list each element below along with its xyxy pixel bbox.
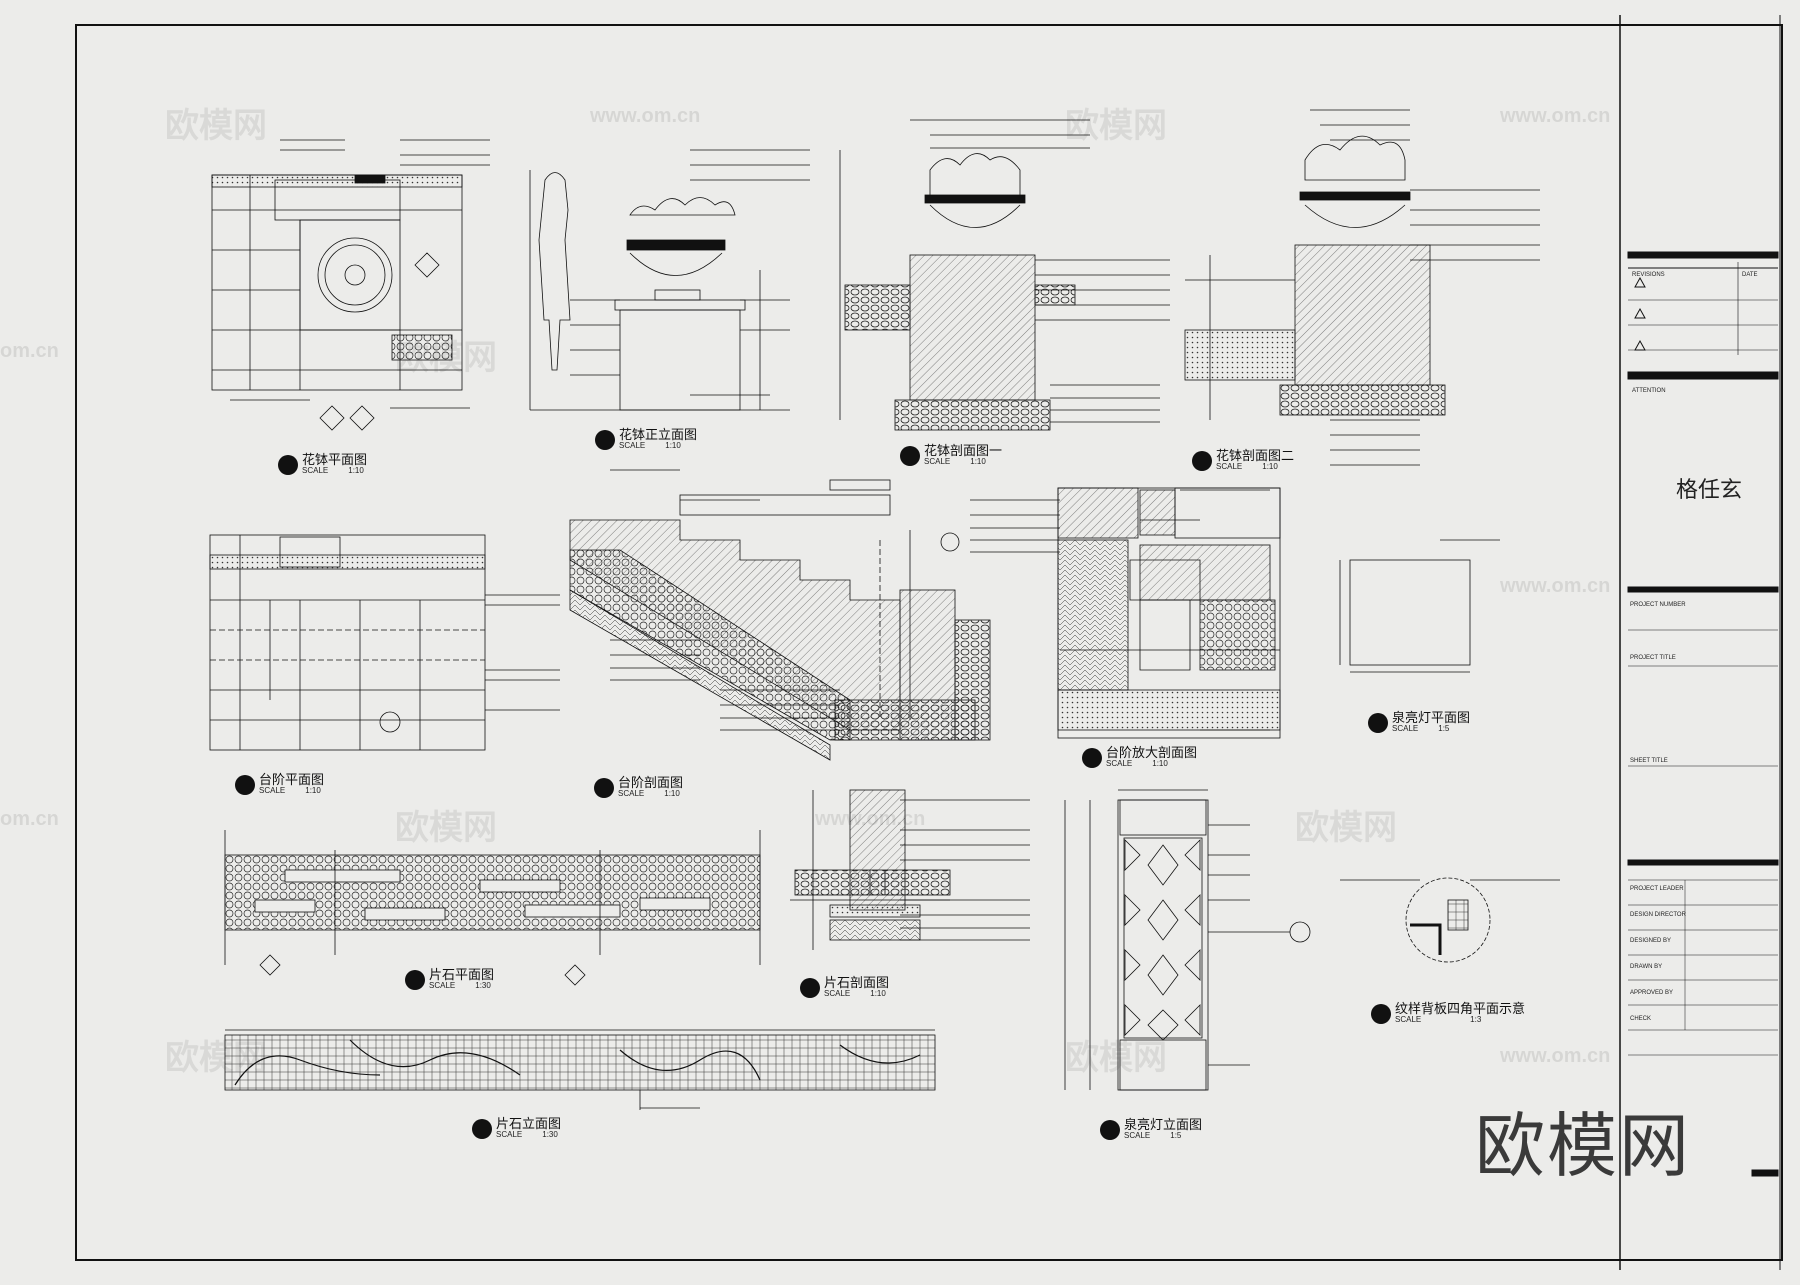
drawing-title: 片石剖面图 — [824, 976, 890, 991]
drawing-scale: SCALE 1:5 — [1392, 724, 1449, 733]
project-leader-label: PROJECT LEADER — [1630, 886, 1684, 892]
scale-label: SCALE — [618, 789, 645, 798]
scale-value: 1:10 — [665, 441, 681, 450]
scale-label: SCALE — [1392, 724, 1419, 733]
watermark: 欧模网 — [395, 808, 497, 848]
drawing-title: 纹样背板四角平面示意 — [1395, 1002, 1526, 1017]
designed-by-label: DESIGNED BY — [1630, 938, 1672, 944]
scale-value: 1:10 — [1152, 759, 1168, 768]
scale-value: 1:10 — [970, 457, 986, 466]
watermark-url: www.om.cn — [590, 105, 701, 127]
scale-label: SCALE — [259, 786, 286, 795]
drawing-scale: SCALE 1:5 — [1124, 1131, 1181, 1140]
scale-value: 1:30 — [542, 1130, 558, 1139]
design-director-label: DESIGN DIRECTOR — [1630, 912, 1686, 918]
title-marker-icon — [595, 430, 615, 450]
drawing-scale: SCALE 1:10 — [1106, 759, 1168, 768]
drawn-by-label: DRAWN BY — [1630, 964, 1663, 970]
scale-label: SCALE — [496, 1130, 523, 1139]
drawing-scale: SCALE 1:30 — [429, 981, 491, 990]
title-marker-icon — [405, 970, 425, 990]
title-marker-icon — [278, 455, 298, 475]
watermark: 欧模网 — [1295, 808, 1397, 848]
drawing-title: 泉亮灯立面图 — [1124, 1118, 1203, 1133]
drawing-scale: SCALE 1:10 — [619, 441, 681, 450]
watermark: 欧模网 — [165, 106, 267, 146]
watermark: 欧模网 — [1065, 1038, 1167, 1078]
drawing-scale: SCALE 1:10 — [824, 989, 886, 998]
drawing-title: 台阶平面图 — [259, 773, 325, 788]
drawing-title: 花钵剖面图一 — [924, 444, 1003, 459]
scale-label: SCALE — [1106, 759, 1133, 768]
date-label: DATE — [1742, 272, 1758, 278]
drawing-scale: SCALE 1:3 — [1395, 1015, 1481, 1024]
scale-label: SCALE — [302, 466, 329, 475]
title-marker-icon — [900, 446, 920, 466]
watermark-url: om.cn — [0, 808, 59, 830]
drawing-scale: SCALE 1:10 — [618, 789, 680, 798]
scale-value: 1:10 — [348, 466, 364, 475]
owner-name: 格任玄 — [1676, 478, 1743, 503]
watermark-url: www.om.cn — [1500, 105, 1611, 127]
scale-label: SCALE — [1124, 1131, 1151, 1140]
scale-value: 1:3 — [1470, 1015, 1482, 1024]
drawing-title: 片石平面图 — [429, 968, 495, 983]
project-title-label: PROJECT TITLE — [1630, 655, 1676, 661]
watermark-url: www.om.cn — [1500, 1045, 1611, 1067]
scale-label: SCALE — [619, 441, 646, 450]
title-marker-icon — [1371, 1004, 1391, 1024]
drawing-scale: SCALE 1:10 — [1216, 462, 1278, 471]
title-marker-icon — [1368, 713, 1388, 733]
watermark-url: www.om.cn — [1500, 575, 1611, 597]
drawing-title: 泉亮灯平面图 — [1392, 711, 1471, 726]
scale-value: 1:5 — [1170, 1131, 1182, 1140]
project-number-label: PROJECT NUMBER — [1630, 602, 1686, 608]
attention-label: ATTENTION — [1632, 388, 1666, 394]
scale-label: SCALE — [1395, 1015, 1422, 1024]
title-marker-icon — [1100, 1120, 1120, 1140]
revisions-label: REVISIONS — [1632, 272, 1665, 278]
title-marker-icon — [1192, 451, 1212, 471]
sheet-title-label: SHEET TITLE — [1630, 758, 1668, 764]
watermark: 欧模网 — [1065, 106, 1167, 146]
drawing-scale: SCALE 1:10 — [259, 786, 321, 795]
scale-value: 1:10 — [870, 989, 886, 998]
drawing-title: 片石立面图 — [496, 1117, 562, 1132]
drawing-scale: SCALE 1:30 — [496, 1130, 558, 1139]
scale-value: 1:10 — [1262, 462, 1278, 471]
drawing-scale: SCALE 1:10 — [302, 466, 364, 475]
scale-value: 1:10 — [305, 786, 321, 795]
drawing-scale: SCALE 1:10 — [924, 457, 986, 466]
title-marker-icon — [594, 778, 614, 798]
drawing-title: 台阶放大剖面图 — [1106, 746, 1198, 761]
scale-label: SCALE — [924, 457, 951, 466]
title-marker-icon — [472, 1119, 492, 1139]
drawing-title: 花钵剖面图二 — [1216, 449, 1295, 464]
scale-label: SCALE — [429, 981, 456, 990]
title-marker-icon — [1082, 748, 1102, 768]
scale-label: SCALE — [824, 989, 851, 998]
drawing-title: 台阶剖面图 — [618, 776, 684, 791]
watermark-url: om.cn — [0, 340, 59, 362]
scale-value: 1:30 — [475, 981, 491, 990]
check-label: CHECK — [1630, 1016, 1652, 1022]
scale-label: SCALE — [1216, 462, 1243, 471]
scale-value: 1:5 — [1438, 724, 1450, 733]
brand-watermark: 欧模网 — [1475, 1105, 1691, 1187]
scale-value: 1:10 — [664, 789, 680, 798]
title-marker-icon — [235, 775, 255, 795]
drawing-title: 花钵正立面图 — [619, 428, 698, 443]
drawing-title: 花钵平面图 — [302, 453, 368, 468]
approved-by-label: APPROVED BY — [1630, 990, 1674, 996]
title-marker-icon — [800, 978, 820, 998]
